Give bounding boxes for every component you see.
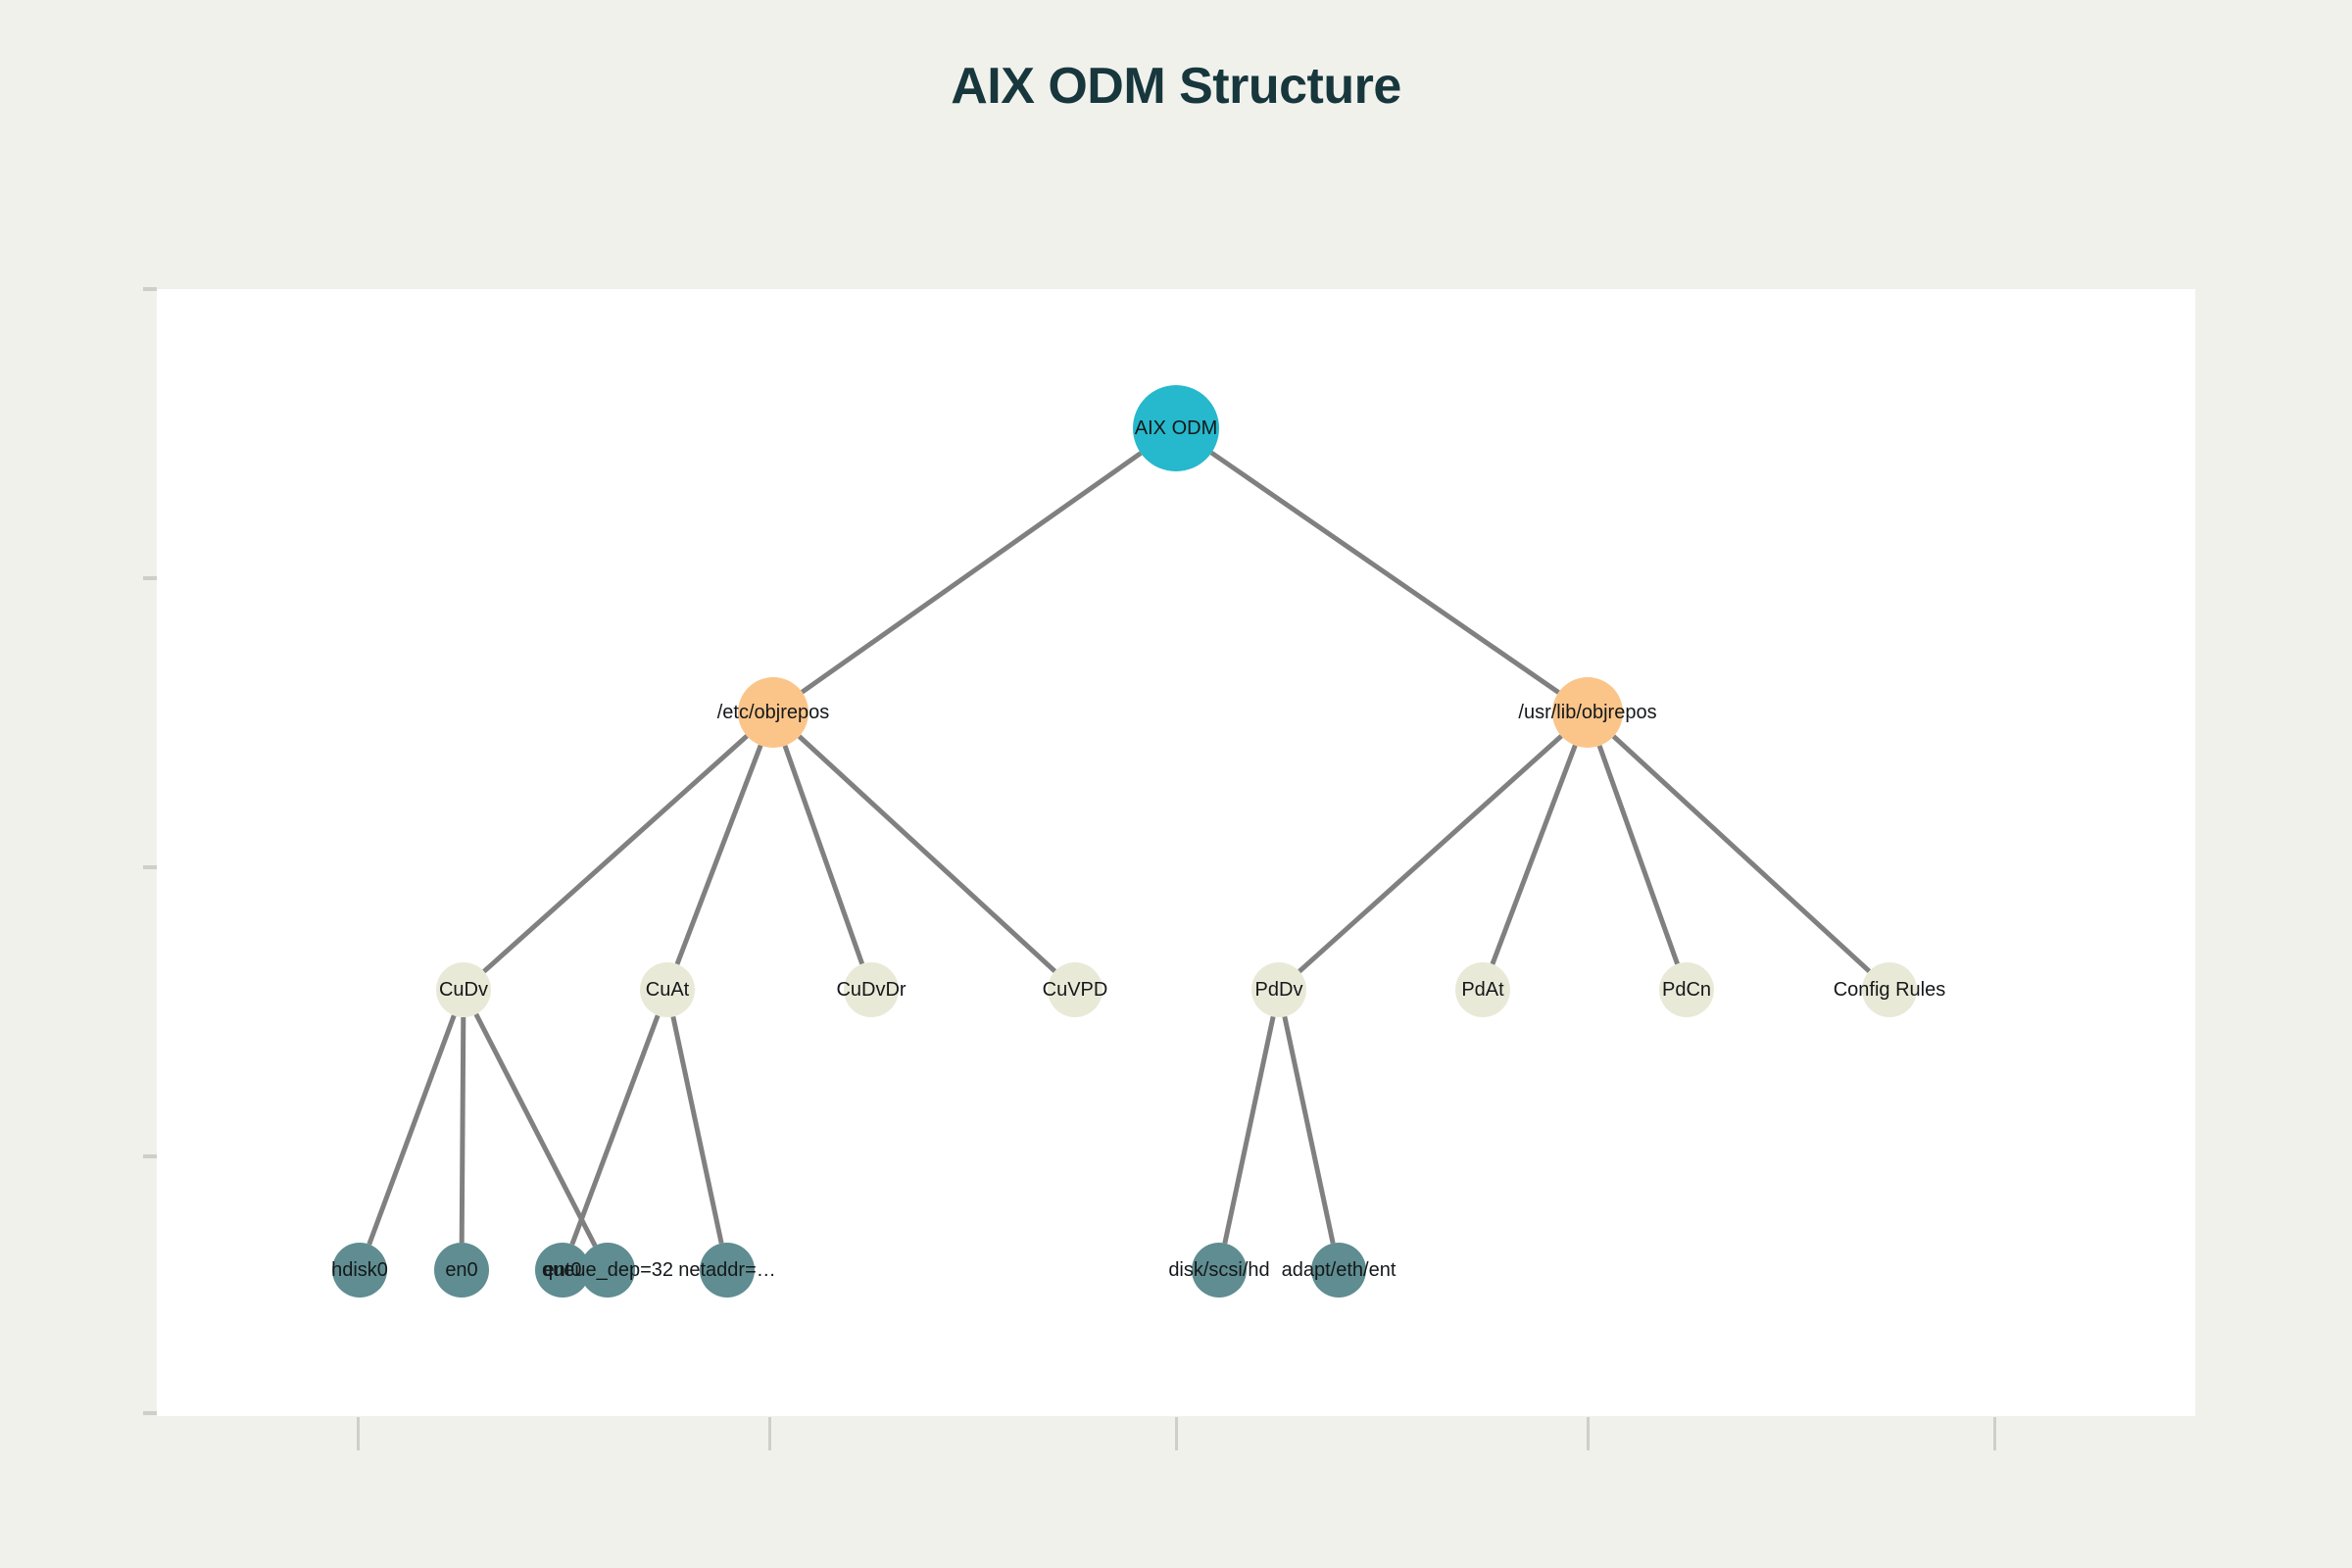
x-axis-tick [1587,1417,1590,1450]
x-axis-tick [1993,1417,1996,1450]
y-axis-tick [143,865,157,869]
y-axis-tick [143,1154,157,1158]
x-axis-tick [1175,1417,1178,1450]
y-axis-tick [143,576,157,580]
y-axis-tick [143,1411,157,1415]
plot-area [157,289,2195,1416]
page-title: AIX ODM Structure [951,58,1401,115]
y-axis-tick [143,287,157,291]
x-axis-tick [768,1417,771,1450]
x-axis-tick [357,1417,360,1450]
